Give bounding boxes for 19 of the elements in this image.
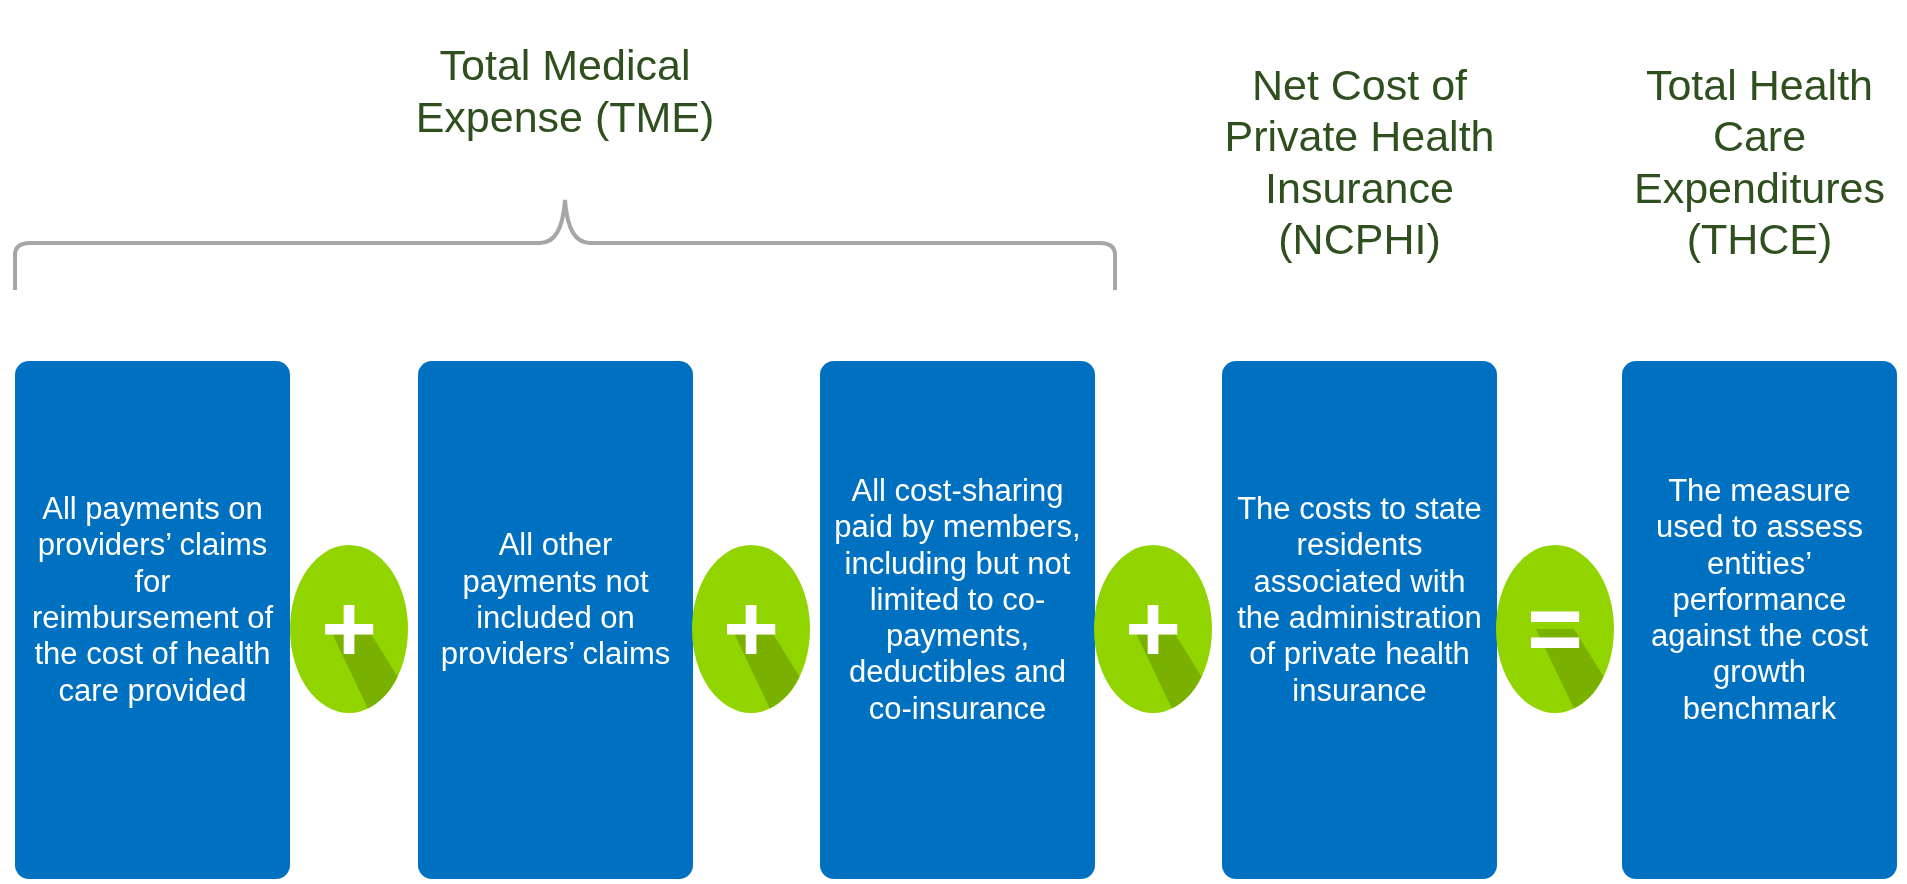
operator-sign: + — [319, 581, 379, 677]
box-text: All other payments not included on providers’ claims — [439, 527, 672, 673]
operator-sign: + — [721, 581, 781, 677]
group-heading: Total Medical Expense (TME) — [414, 40, 716, 143]
text-box — [418, 361, 693, 879]
operator-sign: = — [1525, 581, 1585, 677]
box-text: All cost-sharing paid by members, including but not limited to co-payments, deductibles and co-insurance — [834, 473, 1081, 727]
text-box — [15, 361, 290, 879]
box-text: All payments on providers’ claims for reimbursement of the cost of health care provided — [30, 491, 275, 709]
operator-circle — [692, 545, 810, 713]
operator-circle — [1496, 545, 1614, 713]
operator-sign: + — [1123, 581, 1183, 677]
text-box — [820, 361, 1095, 879]
operator-circle — [1094, 545, 1212, 713]
box-heading: Total Health Care Expenditures (THCE) — [1633, 59, 1886, 266]
box-heading: Net Cost of Private Health Insurance (NCPHI) — [1223, 59, 1496, 266]
operator-circle — [290, 545, 408, 713]
box-text: The costs to state residents associated with the administration of private health insurance — [1236, 491, 1483, 709]
box-text: The measure used to assess entities’ performance against the cost growth benchmark — [1649, 473, 1870, 727]
